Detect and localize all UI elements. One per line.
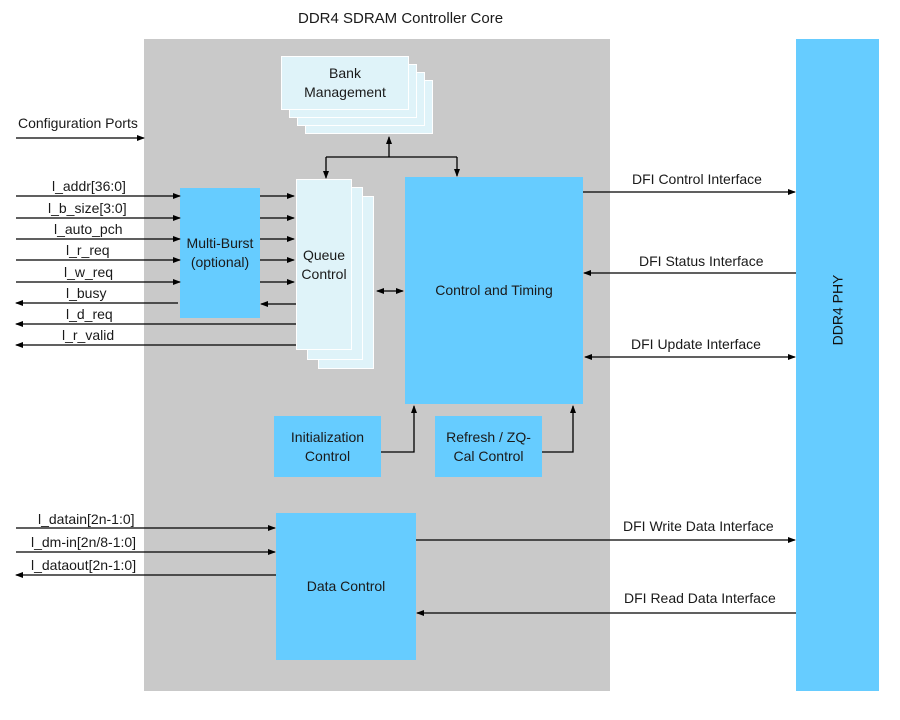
refresh-control-line1: Refresh / ZQ- bbox=[446, 428, 531, 445]
signal-label-l-r-req: l_r_req bbox=[66, 242, 110, 258]
initialization-control-block: Initialization Control bbox=[274, 416, 381, 477]
data-control-label: Data Control bbox=[306, 578, 386, 594]
queue-control-block: Queue Control bbox=[296, 179, 352, 350]
multi-burst-line2: (optional) bbox=[190, 254, 250, 270]
queue-control-line2: Control bbox=[301, 265, 347, 282]
refresh-control-line2: Cal Control bbox=[453, 447, 524, 464]
signal-label-l-datain: l_datain[2n-1:0] bbox=[38, 511, 135, 527]
signal-label-l-busy: l_busy bbox=[66, 285, 107, 301]
bank-management-block: Bank Management bbox=[281, 56, 409, 110]
control-and-timing-label: Control and Timing bbox=[435, 282, 553, 298]
signal-label-l-dataout: l_dataout[2n-1:0] bbox=[31, 557, 137, 573]
bank-management-line1: Bank bbox=[329, 65, 361, 81]
signal-label-l-dm-in: l_dm-in[2n/8-1:0] bbox=[31, 534, 137, 550]
dfi-read-data-label: DFI Read Data Interface bbox=[624, 590, 776, 606]
signal-label-l-auto-pch: l_auto_pch bbox=[54, 221, 123, 237]
queue-control-line1: Queue bbox=[302, 246, 346, 263]
dfi-write-data-label: DFI Write Data Interface bbox=[623, 518, 774, 534]
multi-burst-block: Multi-Burst (optional) bbox=[180, 188, 260, 318]
dfi-update-label: DFI Update Interface bbox=[631, 336, 761, 352]
bank-management-line2: Management bbox=[304, 84, 386, 100]
signal-label-l-r-valid: l_r_valid bbox=[62, 327, 115, 343]
ddr4-phy-block bbox=[796, 39, 879, 691]
dfi-control-label: DFI Control Interface bbox=[632, 171, 762, 187]
signal-label-l-addr: l_addr[36:0] bbox=[52, 178, 126, 194]
configuration-ports-label: Configuration Ports bbox=[18, 115, 138, 131]
control-and-timing-block: Control and Timing bbox=[405, 177, 583, 404]
data-control-block: Data Control bbox=[276, 513, 416, 660]
multi-burst-line1: Multi-Burst bbox=[186, 235, 254, 251]
signal-label-l-w-req: l_w_req bbox=[64, 264, 114, 280]
signal-label-l-b-size: l_b_size[3:0] bbox=[48, 200, 127, 216]
refresh-zqcal-control-block: Refresh / ZQ- Cal Control bbox=[435, 416, 542, 477]
init-control-line2: Control bbox=[304, 447, 351, 464]
diagram-title: DDR4 SDRAM Controller Core bbox=[298, 10, 504, 27]
dfi-status-label: DFI Status Interface bbox=[639, 253, 764, 269]
signal-label-l-d-req: l_d_req bbox=[66, 306, 113, 322]
ddr4-phy-label: DDR4 PHY bbox=[829, 274, 846, 346]
init-control-line1: Initialization bbox=[290, 428, 365, 445]
